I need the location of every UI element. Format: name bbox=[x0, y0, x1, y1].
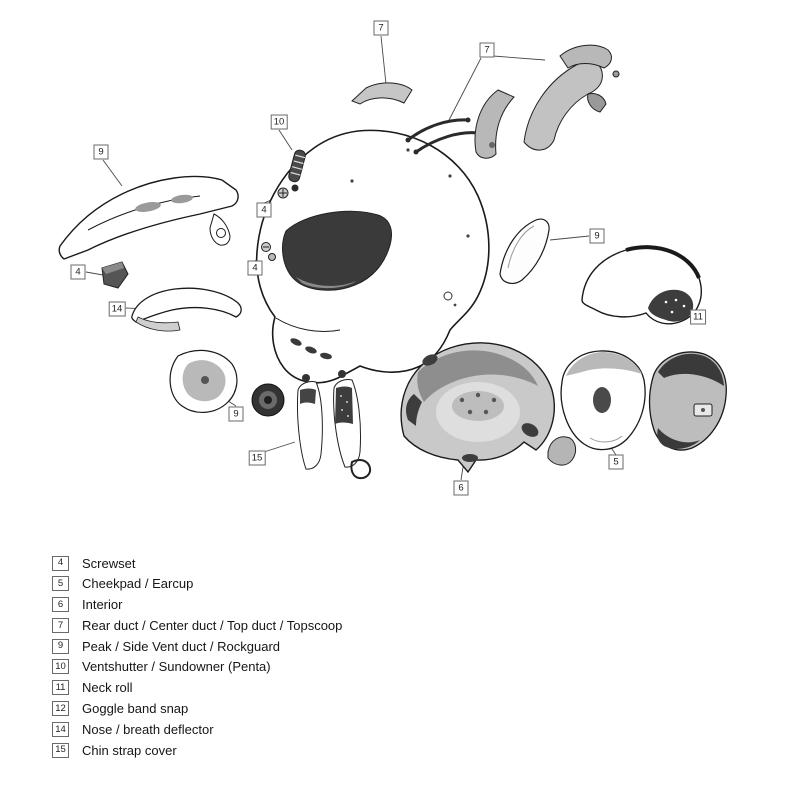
legend-item-label: Neck roll bbox=[82, 680, 133, 696]
legend-item: 10 Ventshutter / Sundowner (Penta) bbox=[52, 659, 342, 675]
legend-item: 6 Interior bbox=[52, 597, 342, 613]
legend-item: 12 Goggle band snap bbox=[52, 701, 342, 717]
peak-screw bbox=[101, 261, 129, 289]
legend-item: 9 Peak / Side Vent duct / Rockguard bbox=[52, 638, 342, 654]
legend-item-number: 6 bbox=[52, 597, 69, 613]
legend-item-label: Interior bbox=[82, 597, 123, 613]
legend-item-label: Ventshutter / Sundowner (Penta) bbox=[82, 659, 271, 675]
legend-item: 5 Cheekpad / Earcup bbox=[52, 576, 342, 592]
legend-item-number: 14 bbox=[52, 721, 69, 737]
legend-item-number: 15 bbox=[52, 742, 69, 758]
legend-item-number: 9 bbox=[52, 638, 69, 654]
side-vent-duct bbox=[499, 218, 550, 284]
diagram-artwork bbox=[58, 35, 727, 481]
legend-item-number: 12 bbox=[52, 701, 69, 717]
legend-item: 11 Neck roll bbox=[52, 680, 342, 696]
ventshutter-spring bbox=[288, 149, 306, 192]
interior-liner bbox=[400, 342, 577, 474]
legend-item-label: Nose / breath deflector bbox=[82, 721, 214, 737]
goggle-band-snap bbox=[251, 383, 285, 417]
legend-item: 14 Nose / breath deflector bbox=[52, 721, 342, 737]
legend-item-label: Screwset bbox=[82, 555, 136, 571]
top-duct bbox=[351, 82, 413, 105]
legend-item-number: 7 bbox=[52, 617, 69, 633]
chin-strap-covers bbox=[297, 370, 372, 480]
legend-item: 15 Chin strap cover bbox=[52, 742, 342, 758]
rockguard bbox=[169, 349, 238, 413]
legend-item: 4 Screwset bbox=[52, 555, 342, 571]
legend-item-label: Chin strap cover bbox=[82, 742, 177, 758]
legend-item-number: 5 bbox=[52, 576, 69, 592]
legend-item-label: Cheekpad / Earcup bbox=[82, 576, 194, 592]
screwset bbox=[261, 187, 289, 261]
nose-deflector bbox=[131, 287, 242, 332]
legend-item-number: 4 bbox=[52, 555, 69, 571]
legend-item-number: 10 bbox=[52, 659, 69, 675]
legend-item-label: Rear duct / Center duct / Top duct / Top… bbox=[82, 617, 343, 633]
parts-legend: 4 Screwset 5 Cheekpad / Earcup 6 Interio… bbox=[52, 555, 343, 764]
cheekpads bbox=[560, 350, 727, 451]
legend-item-label: Goggle band snap bbox=[82, 701, 189, 717]
neck-roll bbox=[581, 245, 702, 325]
legend-item-label: Peak / Side Vent duct / Rockguard bbox=[82, 638, 281, 654]
legend-item: 7 Rear duct / Center duct / Top duct / T… bbox=[52, 617, 343, 633]
legend-item-number: 11 bbox=[52, 680, 69, 696]
rear-duct bbox=[474, 44, 620, 159]
peak-visor bbox=[58, 175, 239, 260]
